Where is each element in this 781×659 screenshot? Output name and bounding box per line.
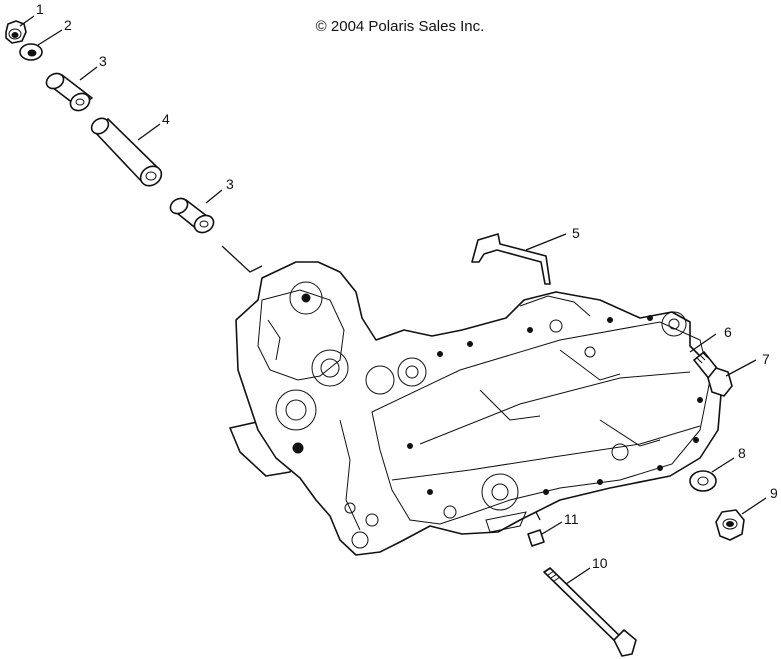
part-8-washer[interactable]: [689, 470, 717, 492]
callout-9[interactable]: 9: [770, 485, 778, 501]
leader-line-9: [741, 497, 767, 515]
leader-line-1: [19, 15, 35, 27]
leader-line-2: [37, 29, 63, 46]
part-5-bracket[interactable]: [471, 233, 551, 285]
dowel-locator-line: [535, 511, 541, 521]
callout-11[interactable]: 11: [564, 511, 579, 527]
leader-line-11: [541, 521, 563, 535]
callout-3-upper[interactable]: 3: [99, 53, 107, 69]
part-1-nut[interactable]: [5, 20, 27, 44]
leader-line-3a: [79, 66, 98, 81]
callout-10[interactable]: 10: [592, 555, 608, 571]
leader-line-8: [711, 457, 735, 473]
callout-6[interactable]: 6: [724, 324, 732, 340]
callout-2[interactable]: 2: [64, 17, 72, 33]
callout-3-lower[interactable]: 3: [226, 176, 234, 192]
engine-crankcase-assembly[interactable]: [229, 261, 723, 556]
callout-8[interactable]: 8: [738, 445, 746, 461]
part-4-sleeve[interactable]: [89, 115, 166, 190]
part-11-dowel[interactable]: [527, 529, 545, 547]
leader-line-7: [725, 359, 757, 377]
part-2-washer[interactable]: [19, 43, 43, 61]
part-3-spacer-lower[interactable]: [168, 195, 217, 235]
leader-line-5: [525, 233, 567, 251]
mount-leader-line: [221, 245, 263, 273]
part-9-flange-nut[interactable]: [715, 509, 745, 541]
copyright-notice: © 2004 Polaris Sales Inc.: [315, 18, 485, 35]
leader-line-4: [137, 123, 161, 141]
leader-line-6: [689, 333, 717, 353]
callout-4[interactable]: 4: [162, 111, 170, 127]
leader-line-10: [565, 567, 591, 585]
callout-1[interactable]: 1: [36, 1, 44, 17]
part-7-bolt[interactable]: [693, 351, 733, 397]
part-10-long-bolt[interactable]: [543, 567, 637, 657]
callout-5[interactable]: 5: [572, 225, 580, 241]
leader-line-3b: [205, 189, 223, 204]
part-3-spacer-upper[interactable]: [44, 70, 93, 113]
callout-7[interactable]: 7: [762, 351, 770, 367]
